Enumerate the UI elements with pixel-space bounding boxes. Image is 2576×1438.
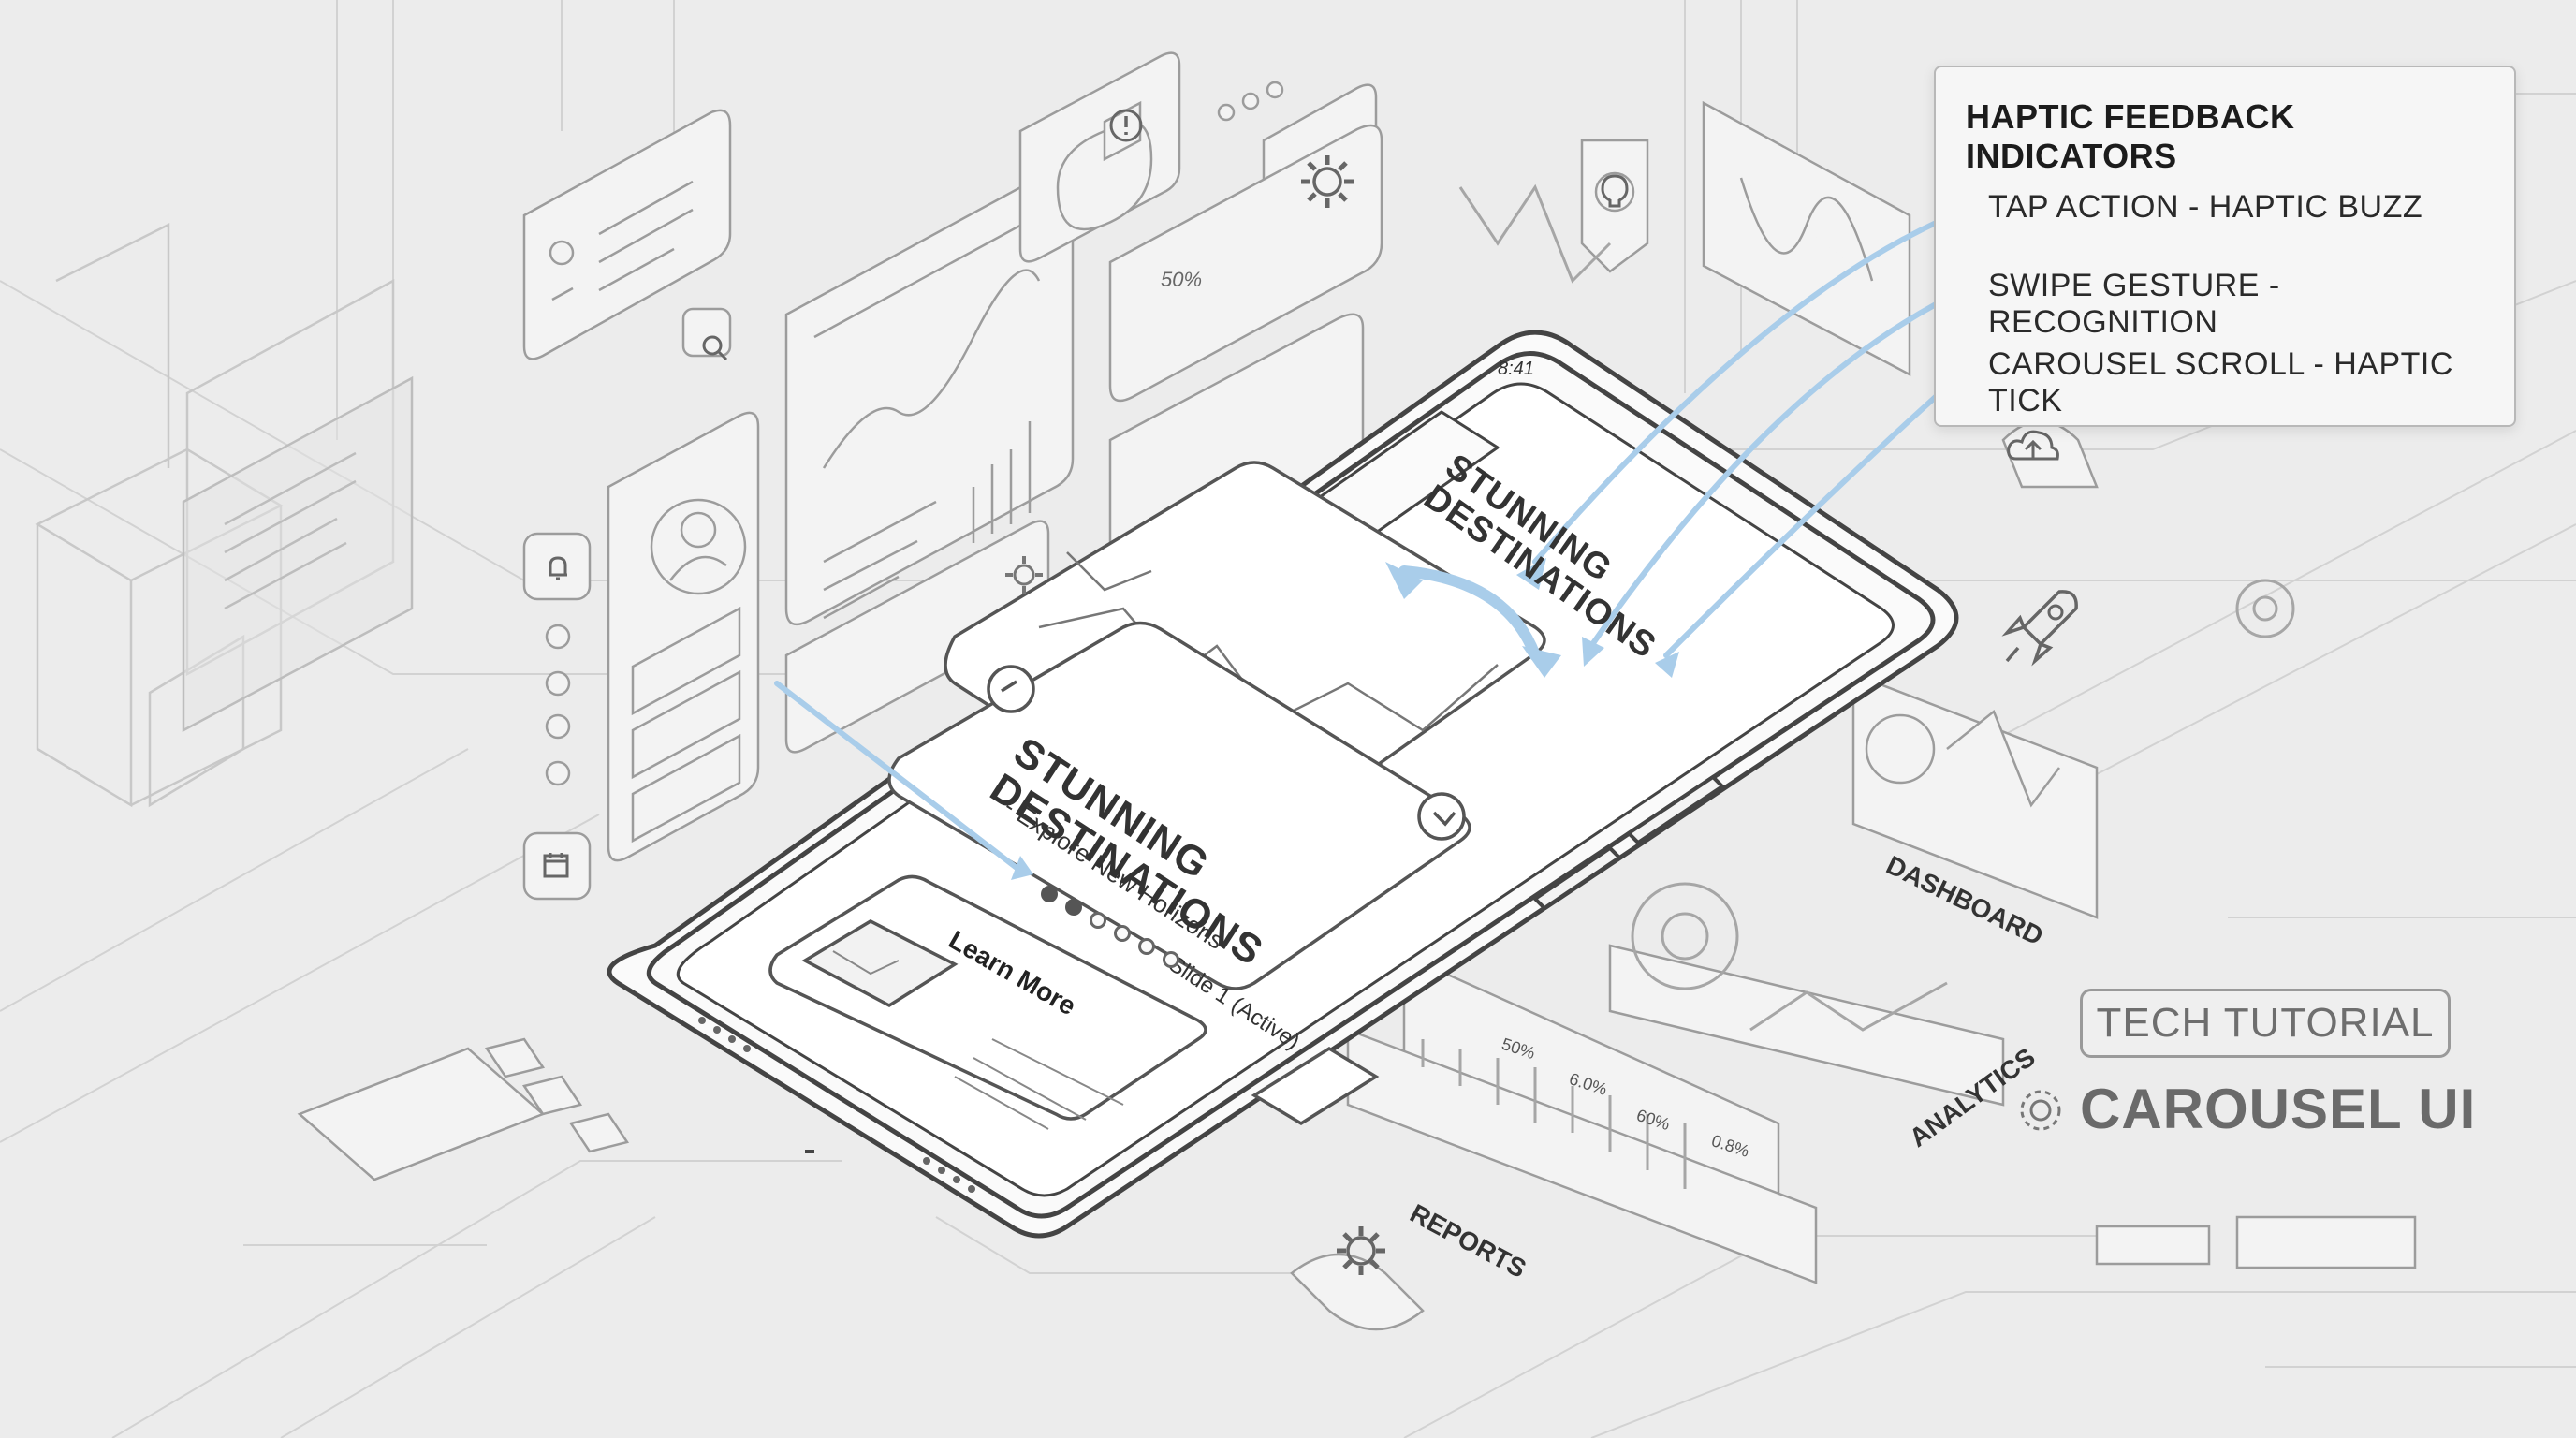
rocket-icon (2001, 590, 2078, 667)
callout-item-scroll: CAROUSEL SCROLL - HAPTIC TICK (1988, 346, 2453, 418)
carousel-dot[interactable] (1090, 912, 1106, 929)
calendar-icon (543, 853, 569, 878)
carousel-dot[interactable] (1163, 951, 1179, 968)
gear-icon (2020, 1090, 2061, 1131)
gear-icon (1301, 155, 1354, 208)
callout-item-swipe: SWIPE GESTURE - RECOGNITION (1988, 268, 2280, 340)
bell-icon (549, 556, 567, 580)
search-icon (702, 335, 728, 361)
tech-tutorial-label: TECH TUTORIAL (2096, 1000, 2435, 1046)
lightbulb-icon (1601, 174, 1629, 208)
haptic-feedback-callout: HAPTIC FEEDBACK INDICATORS TAP ACTION - … (1934, 66, 2516, 427)
smartphone (607, 330, 1959, 1239)
alert-icon (1109, 109, 1143, 142)
callout-title: HAPTIC FEEDBACK INDICATORS (1966, 97, 2295, 175)
gear-icon (1005, 556, 1043, 594)
callout-item-tap: TAP ACTION - HAPTIC BUZZ (1988, 189, 2423, 225)
status-time: 8:41 (1498, 359, 1534, 379)
carousel-dot[interactable] (1114, 925, 1131, 942)
gear-icon (1337, 1226, 1385, 1275)
upload-cloud-icon (2007, 430, 2059, 461)
carousel-dot[interactable] (1138, 938, 1155, 955)
carousel-dot[interactable] (1065, 899, 1082, 916)
carousel-dot[interactable] (1041, 886, 1058, 902)
tech-tutorial-badge: TECH TUTORIAL (2080, 989, 2451, 1058)
carousel-ui-title: CAROUSEL UI (2080, 1078, 2477, 1140)
gauge-value: 50% (1161, 268, 1203, 291)
